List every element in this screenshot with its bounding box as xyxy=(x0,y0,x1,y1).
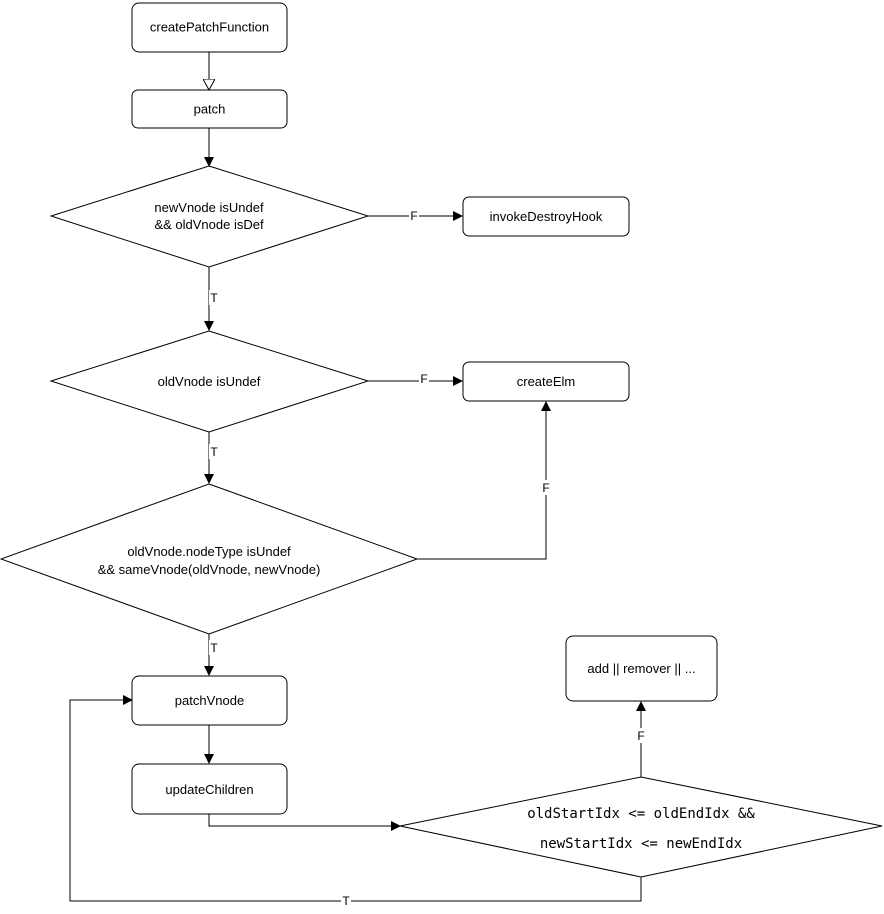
invoke-destroy-hook-label: invokeDestroyHook xyxy=(490,209,603,224)
edge-update-children-to-decision-loop xyxy=(208,814,401,831)
decision-old-undef-node: oldVnode isUndef xyxy=(49,330,370,433)
add-remove-label: add || remover || ... xyxy=(587,661,695,676)
edge-label-same-vnode-false: F xyxy=(542,481,549,495)
update-children-node: updateChildren xyxy=(131,763,288,815)
decision-old-undef-label: oldVnode isUndef xyxy=(158,374,261,389)
update-children-label: updateChildren xyxy=(165,782,253,797)
patch-vnode-node: patchVnode xyxy=(131,675,288,726)
add-remove-node: add || remover || ... xyxy=(565,635,718,702)
edge-label-destroy-true: T xyxy=(210,291,218,305)
invoke-destroy-hook-node: invokeDestroyHook xyxy=(462,196,630,237)
patch-label: patch xyxy=(194,102,226,117)
decision-loop-node: oldStartIdx <= oldEndIdx && newStartIdx … xyxy=(399,776,883,878)
decision-destroy-label-line-2: && oldVnode isDef xyxy=(154,217,264,232)
edge-label-destroy-false: F xyxy=(410,209,417,223)
create-patch-function-node: createPatchFunction xyxy=(131,2,288,53)
edge-decision-loop-to-patch-vnode xyxy=(69,695,642,902)
edge-label-loop-true: T xyxy=(342,894,350,908)
edge-label-loop-false: F xyxy=(637,729,644,743)
create-elm-label: createElm xyxy=(517,374,576,389)
patch-vnode-label: patchVnode xyxy=(175,693,244,708)
patch-node: patch xyxy=(131,89,288,129)
decision-same-vnode-label-line-2: && sameVnode(oldVnode, newVnode) xyxy=(98,562,321,577)
decision-loop-label-line-1: oldStartIdx <= oldEndIdx && xyxy=(527,806,755,822)
decision-destroy-node: newVnode isUndef && oldVnode isDef xyxy=(49,165,370,268)
edge-label-old-undef-true: T xyxy=(210,445,218,459)
decision-same-vnode-node: oldVnode.nodeType isUndef && sameVnode(o… xyxy=(0,483,419,635)
create-elm-node: createElm xyxy=(462,361,630,402)
edge-labels: F T F T F T F T xyxy=(209,208,646,908)
edge-decision-same-vnode-to-create-elm xyxy=(417,401,551,560)
edge-label-same-vnode-true: T xyxy=(210,641,218,655)
create-patch-function-label: createPatchFunction xyxy=(150,20,269,35)
edge-label-old-undef-false: F xyxy=(420,372,427,386)
decision-destroy-label-line-1: newVnode isUndef xyxy=(154,200,264,215)
decision-loop-label-line-2: newStartIdx <= newEndIdx xyxy=(540,836,742,852)
edges xyxy=(69,52,646,902)
decision-same-vnode-label-line-1: oldVnode.nodeType isUndef xyxy=(127,544,291,559)
